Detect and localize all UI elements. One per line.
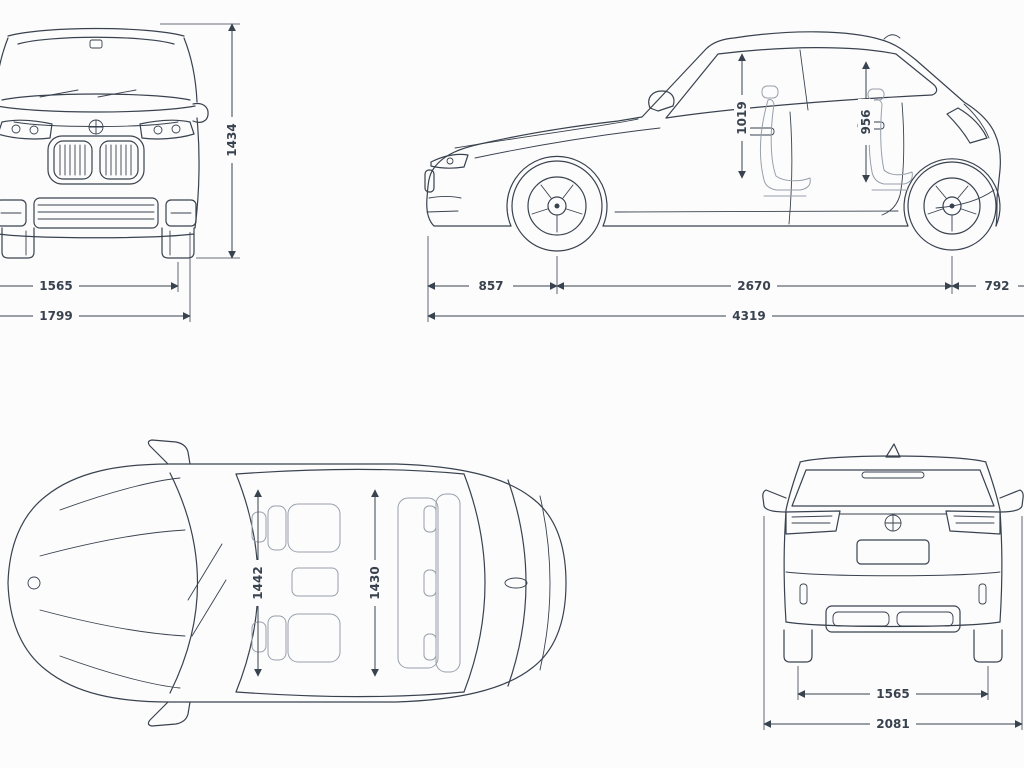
wipers [187, 543, 227, 637]
rear-window-top [463, 473, 486, 693]
rear-mirrors [762, 489, 1024, 513]
dim-rear-width-mirrors: 2081 [763, 516, 1023, 732]
dim-front-track: 1565 [0, 262, 179, 294]
grille-side [424, 169, 435, 193]
sill-line [614, 210, 899, 213]
headlight-right [139, 119, 195, 140]
top-body-outline [7, 463, 567, 703]
dim-rear-width-mirrors-label: 2081 [876, 717, 909, 731]
side-view: 1019 956 857 2670 792 4319 [424, 31, 1024, 324]
rear-bench-back [435, 493, 461, 673]
diffuser [825, 605, 961, 633]
top-seats [251, 493, 461, 673]
center-console [291, 567, 339, 597]
rear-view: 1565 2081 [762, 443, 1024, 732]
taillight-side [946, 107, 988, 144]
dim-side-headroom-front: 1019 [734, 53, 750, 179]
antenna-fin-side [883, 34, 901, 40]
side-mirror [648, 90, 675, 112]
rear-window [791, 469, 995, 507]
license-plate-recess [856, 539, 930, 565]
bmw-roundel-hood [27, 576, 41, 590]
dim-headroom-front-label: 1019 [735, 101, 749, 134]
top-body-lines [27, 468, 551, 698]
windshield-base [169, 472, 199, 694]
front-door-cut [788, 111, 793, 225]
front-wheels [1, 227, 195, 259]
kidney-grille [47, 135, 145, 185]
side-seats [760, 85, 913, 197]
antenna-fin-top [504, 577, 528, 589]
taillights [785, 510, 1001, 535]
dim-front-track-label: 1565 [39, 279, 72, 293]
rear-wheels [783, 629, 1003, 663]
front-bumper-intakes [0, 197, 197, 229]
dim-front-height: 1434 [160, 23, 240, 259]
front-view: 1434 1565 1799 [0, 23, 240, 324]
hatch-edge [507, 479, 527, 687]
front-wheel-arch [506, 155, 608, 227]
headlight-side [430, 153, 469, 169]
side-mirror-right [192, 102, 209, 123]
side-glasshouse [648, 34, 938, 119]
dim-headroom-rear-label: 956 [859, 109, 873, 134]
dim-top-width-front-label: 1442 [251, 566, 265, 599]
rear-body-outline [783, 443, 1003, 628]
rear-wheel-arch [903, 158, 1001, 227]
dim-rear-track: 1565 [797, 666, 989, 702]
bmw-roundel-rear [884, 514, 902, 532]
dim-side-headroom-rear: 956 [858, 61, 874, 183]
bmw-roundel-front [88, 119, 104, 135]
rear-door-cut [881, 102, 905, 216]
dim-top-width-rear: 1430 [367, 489, 383, 677]
dim-length-label: 4319 [732, 309, 765, 323]
side-front-wheel [511, 160, 603, 252]
reflector-left [799, 583, 808, 605]
dim-overhang-rear-label: 792 [984, 279, 1009, 293]
dim-rear-track-label: 1565 [876, 687, 909, 701]
rear-bumper [785, 539, 1001, 633]
dim-top-width-front: 1442 [250, 489, 266, 677]
rearview-mirror [89, 39, 103, 49]
dim-side-lengths: 857 2670 792 4319 [427, 236, 1024, 324]
dim-top-width-rear-label: 1430 [368, 566, 382, 599]
top-view: 1442 1430 [7, 439, 567, 727]
dim-front-width: 1799 [0, 232, 191, 324]
side-details [424, 102, 995, 225]
b-pillar [799, 49, 809, 111]
antenna-fin-rear [885, 443, 901, 458]
dim-front-height-label: 1434 [225, 123, 239, 156]
dim-wheelbase-label: 2670 [737, 279, 770, 293]
reflector-right [978, 583, 987, 605]
side-rear-wheel [907, 161, 997, 251]
top-mirrors [147, 439, 191, 727]
roof-sides [235, 468, 465, 698]
brake-light [861, 471, 925, 479]
rear-bench-cushion [397, 497, 439, 669]
dim-front-width-label: 1799 [39, 309, 72, 323]
headlight-left [0, 119, 53, 140]
dim-overhang-front-label: 857 [478, 279, 503, 293]
side-body-outline [426, 31, 1001, 227]
